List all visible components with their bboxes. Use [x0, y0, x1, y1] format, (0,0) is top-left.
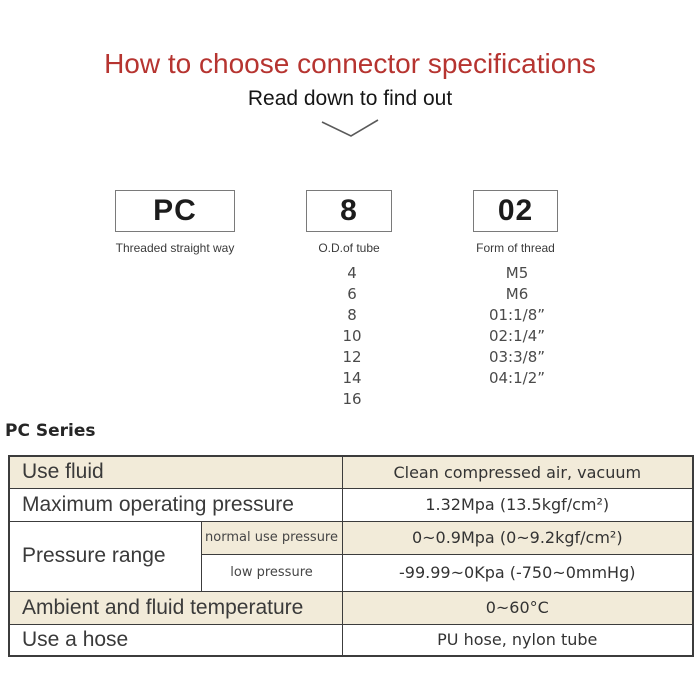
thread-option: M6 — [505, 285, 529, 303]
spec-label-hose: Use a hose — [8, 623, 343, 657]
thread-option: M5 — [505, 264, 529, 282]
chevron-down-icon — [321, 119, 379, 137]
spec-sublabel-normal-pressure: normal use pressure — [200, 520, 343, 555]
thread-form-option-list: M5 M6 01:1/8” 02:1/4” 03:3/8” 04:1/2” — [457, 263, 577, 389]
caption-thread-form: Form of thread — [476, 241, 555, 255]
spec-value-hose: PU hose, nylon tube — [341, 623, 694, 657]
spec-row-normal-pressure: Pressure range normal use pressure 0~0.9… — [8, 520, 694, 592]
tube-option: 4 — [347, 264, 357, 282]
thread-option: 01:1/8” — [488, 306, 546, 324]
caption-series: Threaded straight way — [115, 241, 235, 255]
spec-row-use-fluid: Use fluid Clean compressed air, vacuum — [8, 455, 694, 489]
thread-option: 03:3/8” — [488, 348, 546, 366]
spec-label-temperature: Ambient and fluid temperature — [8, 590, 343, 625]
page-title: How to choose connector specifications — [104, 48, 596, 79]
spec-label-max-pressure: Maximum operating pressure — [8, 487, 343, 522]
thread-option: 04:1/2” — [488, 369, 546, 387]
spec-value-use-fluid: Clean compressed air, vacuum — [341, 455, 694, 489]
tube-option: 8 — [347, 306, 357, 324]
spec-table: Use fluid Clean compressed air, vacuum M… — [8, 455, 695, 657]
code-box-series-label: PC — [153, 194, 197, 227]
spec-value-temperature: 0~60°C — [341, 590, 694, 625]
spec-value-low-pressure: -99.99~0Kpa (-750~0mmHg) — [341, 553, 694, 592]
series-heading: PC Series — [5, 421, 96, 441]
tube-option: 14 — [342, 369, 362, 387]
spec-row-max-pressure: Maximum operating pressure 1.32Mpa (13.5… — [8, 487, 694, 522]
spec-label-pressure-range: Pressure range — [8, 520, 202, 592]
spec-value-max-pressure: 1.32Mpa (13.5kgf/cm²) — [341, 487, 694, 522]
code-box-series: PC — [115, 190, 235, 232]
tube-option: 16 — [342, 390, 362, 408]
spec-row-temperature: Ambient and fluid temperature 0~60°C — [8, 590, 694, 625]
tube-size-option-list: 4 6 8 10 12 14 16 — [302, 263, 402, 410]
thread-option: 02:1/4” — [488, 327, 546, 345]
tube-option: 10 — [342, 327, 362, 345]
spec-row-hose: Use a hose PU hose, nylon tube — [8, 623, 694, 657]
caption-tube-size: O.D.of tube — [318, 241, 380, 255]
spec-value-normal-pressure: 0~0.9Mpa (0~9.2kgf/cm²) — [341, 520, 694, 555]
tube-option: 6 — [347, 285, 357, 303]
code-box-thread-form: 02 — [473, 190, 558, 232]
code-box-tube-size-label: 8 — [340, 194, 358, 227]
code-box-thread-form-label: 02 — [497, 194, 534, 227]
code-box-tube-size: 8 — [306, 190, 392, 232]
page-subtitle: Read down to find out — [247, 87, 453, 110]
spec-label-use-fluid: Use fluid — [8, 455, 343, 489]
spec-sublabel-low-pressure: low pressure — [200, 553, 343, 592]
tube-option: 12 — [342, 348, 362, 366]
spec-row-low-pressure: low pressure -99.99~0Kpa (-750~0mmHg) — [9, 553, 694, 592]
